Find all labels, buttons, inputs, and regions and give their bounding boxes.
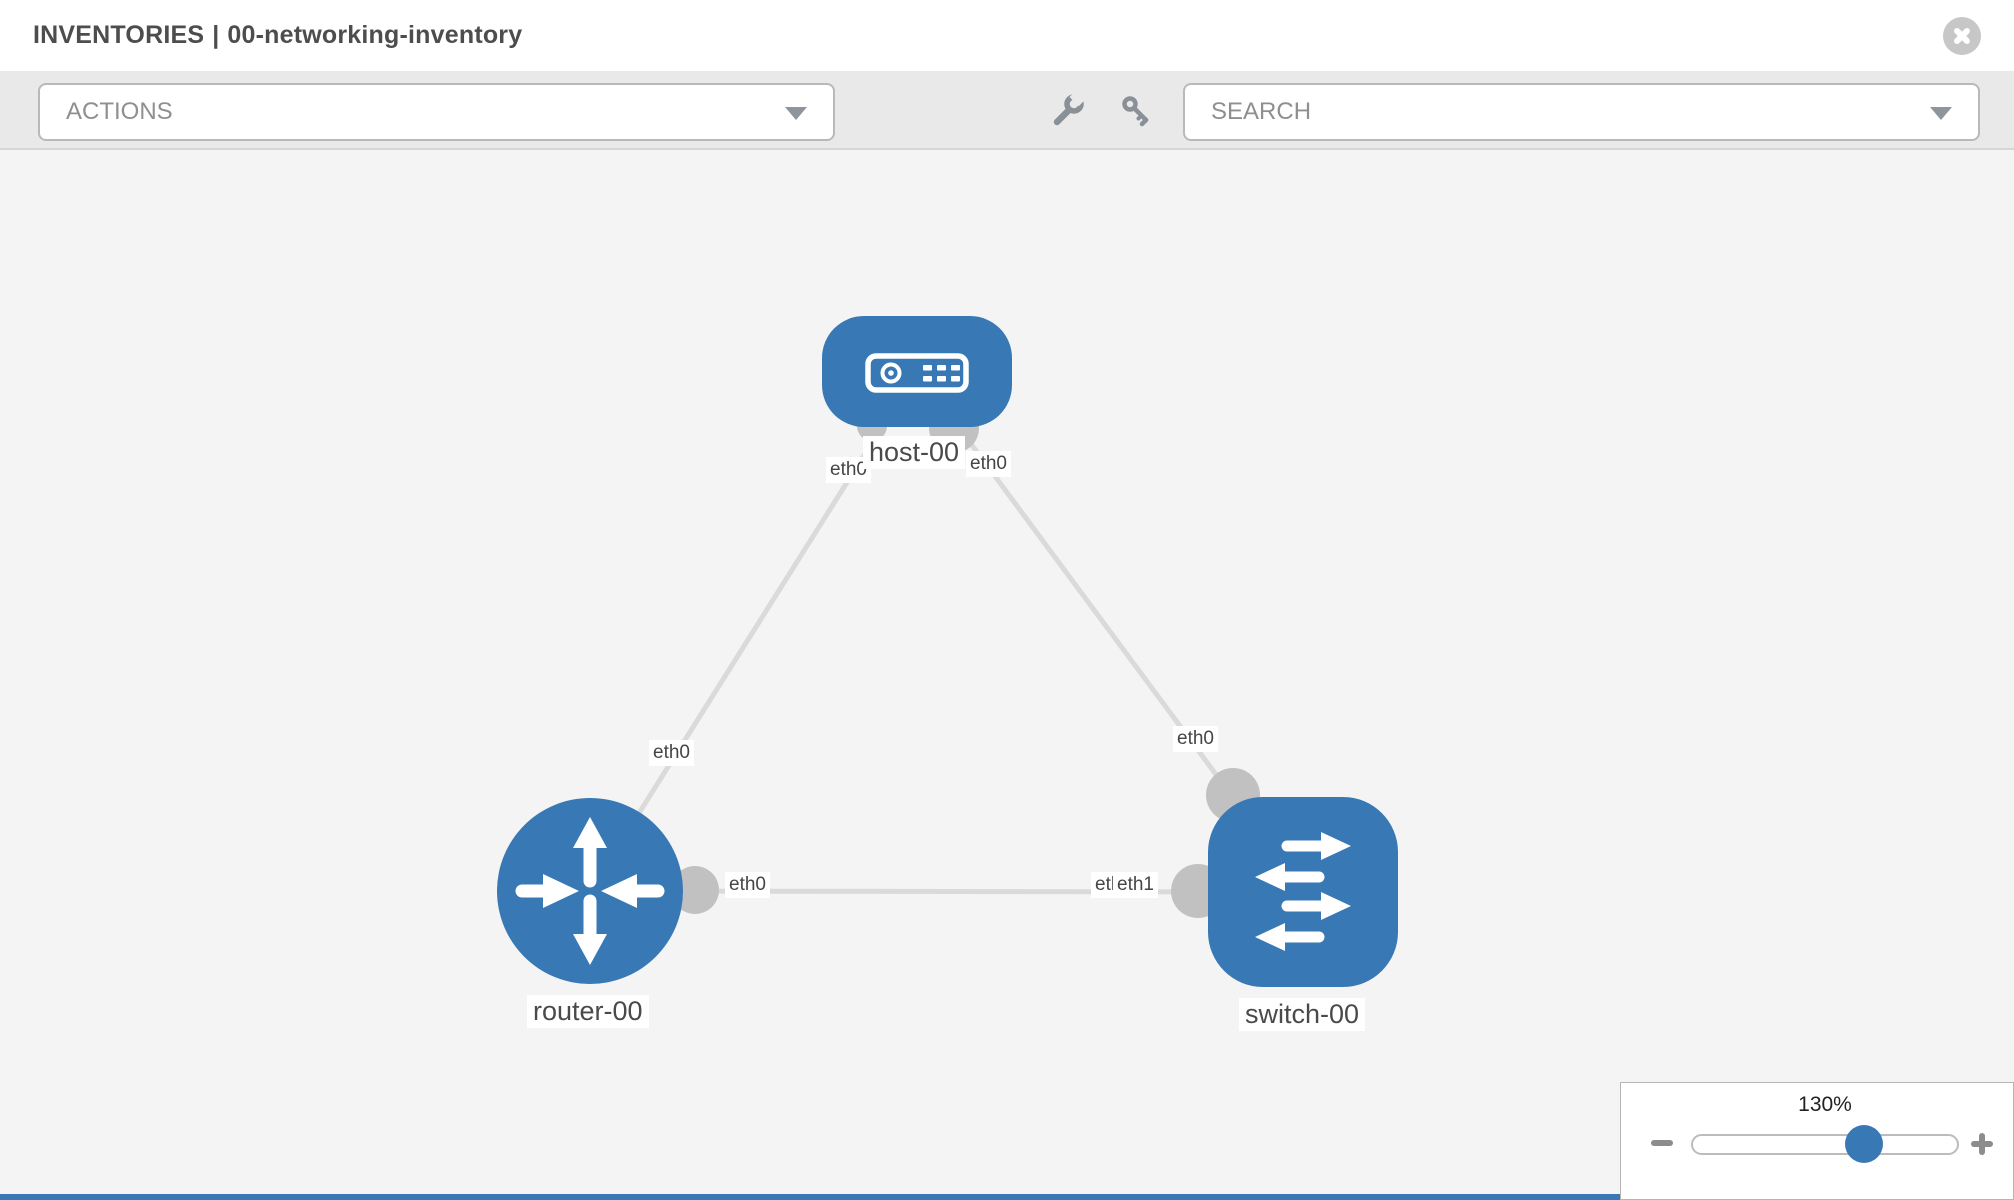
router-icon — [515, 817, 665, 965]
actions-dropdown[interactable]: ACTIONS — [38, 83, 835, 141]
node-host-00[interactable] — [822, 316, 1012, 427]
header-bar: INVENTORIES|00-networking-inventory — [0, 0, 2014, 71]
node-label-host: host-00 — [863, 436, 966, 470]
node-router-00[interactable] — [497, 798, 683, 984]
search-dropdown[interactable]: SEARCH — [1183, 83, 1980, 141]
zoom-control-panel: 130% — [1620, 1082, 2014, 1200]
topology-canvas[interactable]: eth0 eth0 eth0 eth0 eth0 eth0 eth1 host-… — [0, 150, 2014, 1200]
bottom-accent-bar — [0, 1194, 1620, 1200]
page-title-separator: | — [212, 21, 220, 49]
page-title: INVENTORIES|00-networking-inventory — [33, 21, 522, 50]
zoom-slider-track[interactable] — [1691, 1134, 1959, 1155]
wrench-icon[interactable] — [1048, 91, 1088, 131]
zoom-in-button[interactable] — [1971, 1133, 1993, 1155]
node-label-switch: switch-00 — [1239, 998, 1366, 1032]
interface-label: eth0 — [725, 872, 770, 898]
zoom-slider-thumb[interactable] — [1845, 1125, 1883, 1163]
zoom-out-button[interactable] — [1651, 1140, 1673, 1146]
key-icon[interactable] — [1116, 91, 1156, 131]
switch-icon — [1255, 832, 1351, 951]
node-switch-00[interactable] — [1208, 797, 1398, 987]
zoom-level: 130% — [1798, 1093, 1852, 1116]
page-title-section: INVENTORIES — [33, 21, 205, 49]
actions-dropdown-label: ACTIONS — [66, 98, 173, 125]
inventory-name: 00-networking-inventory — [227, 21, 523, 49]
interface-label: eth1 — [1113, 872, 1158, 898]
interface-label: eth0 — [1173, 726, 1218, 752]
close-button[interactable] — [1943, 16, 1981, 55]
search-dropdown-label: SEARCH — [1211, 98, 1312, 125]
chevron-down-icon — [1930, 107, 1952, 120]
interface-label: eth0 — [649, 740, 694, 766]
server-icon — [865, 353, 969, 393]
interface-label: eth0 — [966, 451, 1011, 477]
toolbar: ACTIONS SEARCH — [0, 71, 2014, 150]
chevron-down-icon — [785, 107, 807, 120]
node-label-router: router-00 — [527, 995, 649, 1029]
interface-endpoint — [671, 866, 719, 914]
